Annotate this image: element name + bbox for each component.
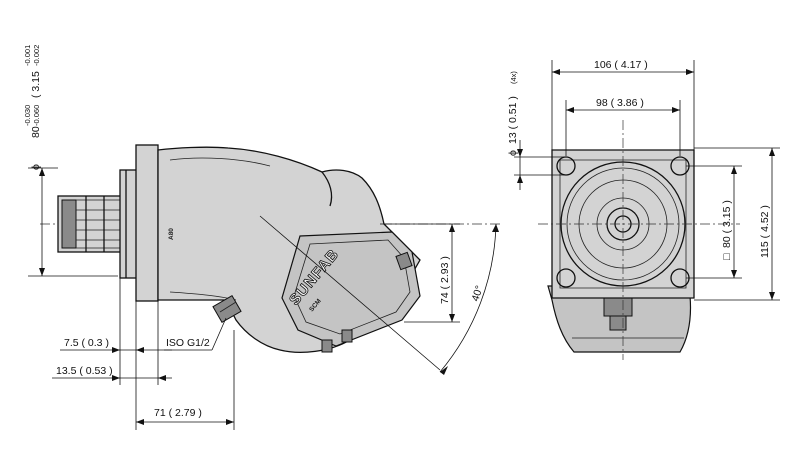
svg-text:(4x): (4x) [509,71,518,84]
svg-text:13 ( 0.51 ): 13 ( 0.51 ) [507,96,519,144]
body-mark-1: A80 [168,228,175,240]
port-fitting [212,295,242,323]
front-view: 106 ( 4.17 ) 98 ( 3.86 ) ϕ 13 ( 0.51 ) (… [507,59,780,360]
diameter-symbol-1: ϕ [30,164,42,170]
svg-text:7.5 ( 0.3 ): 7.5 ( 0.3 ) [64,337,109,349]
dim-115: 115 ( 4.52 ) [694,147,780,301]
shaft-dia-inch: ( 3.15 [30,71,42,98]
svg-text:115 ( 4.52 ): 115 ( 4.52 ) [759,205,771,258]
front-port [603,295,633,317]
shaft-dia-label: 80 [30,126,42,138]
end-cap [281,231,421,353]
dim-hole: ϕ 13 ( 0.51 ) (4x) [507,71,566,190]
shaft-inch-tol-lower: -0.002 [32,45,41,66]
svg-text:74 ( 2.93 ): 74 ( 2.93 ) [439,256,451,304]
shaft-tol-lower: -0.060 [32,105,41,126]
svg-text:71 ( 2.79 ): 71 ( 2.79 ) [154,407,202,419]
svg-text:□: □ [721,253,733,260]
dim-7-5: 7.5 ( 0.3 ) [60,337,172,353]
svg-text:98 ( 3.86 ): 98 ( 3.86 ) [596,97,644,109]
shaft-diameter-dim: ϕ 80 -0.030 -0.060 ( 3.15 -0.001 -0.002 [23,45,118,277]
pilot-spigot [119,169,139,279]
svg-text:106 ( 4.17 ): 106 ( 4.17 ) [594,59,648,71]
svg-text:40°: 40° [469,284,485,303]
shaft-inch-tol-upper: -0.001 [23,45,32,66]
port-leader: ISO G1/2 [164,317,227,351]
svg-text:13.5 ( 0.53 ): 13.5 ( 0.53 ) [56,365,113,377]
svg-text:ISO G1/2: ISO G1/2 [166,337,210,349]
splined-shaft [57,195,123,253]
dim-80-square: □ 80 ( 3.15 ) [686,165,742,279]
dim-74: 74 ( 2.93 ) [380,223,460,323]
dim-13-5: 13.5 ( 0.53 ) [52,365,172,381]
shaft-tol-upper: -0.030 [23,105,32,126]
angle-dim: 40° [259,215,499,375]
svg-text:80 ( 3.15 ): 80 ( 3.15 ) [721,200,733,248]
dim-106: 106 ( 4.17 ) [551,59,695,152]
svg-text:ϕ: ϕ [507,150,519,156]
dim-71: 71 ( 2.79 ) [136,407,234,425]
side-view: SUNFAB SCM A80 ϕ 80 -0.030 -0.060 ( 3.15… [23,45,500,430]
dim-98: 98 ( 3.86 ) [565,97,681,156]
